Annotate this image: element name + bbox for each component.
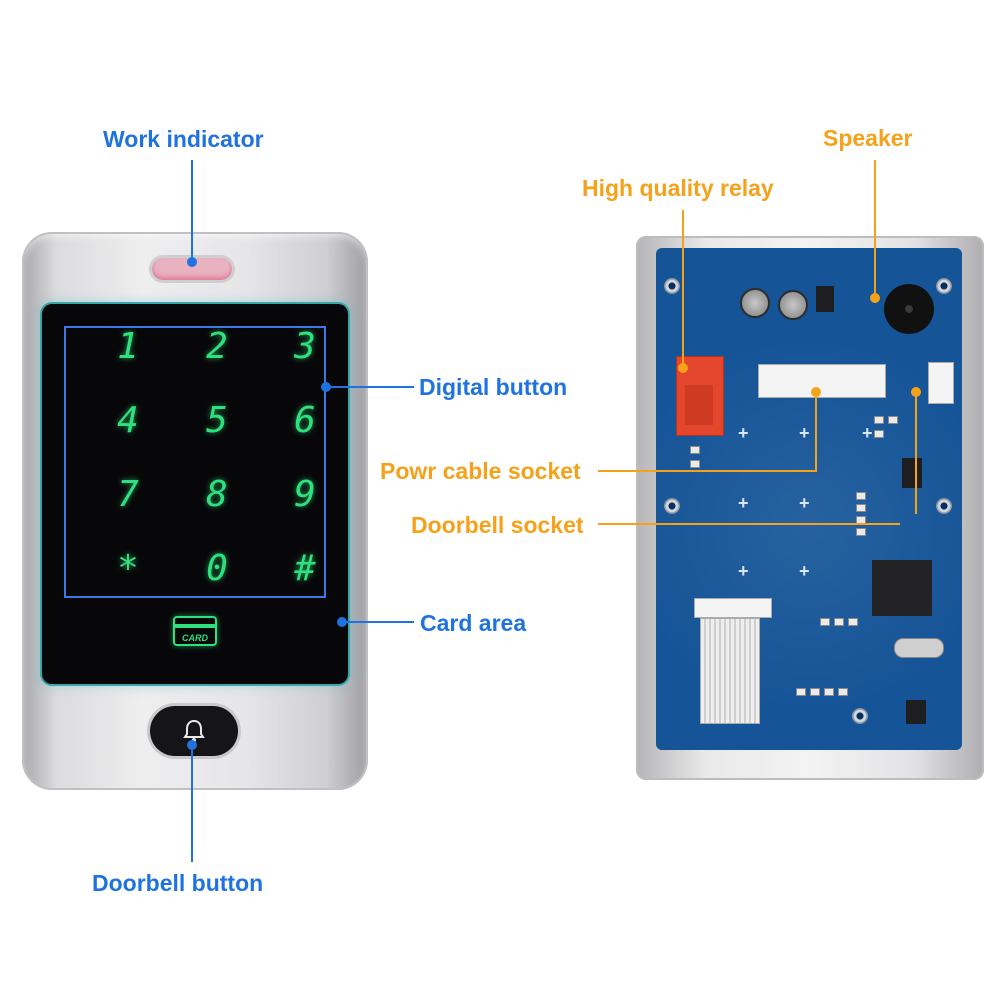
smd-component [810, 688, 820, 696]
crystal [894, 638, 944, 658]
smd-component [834, 618, 844, 626]
doorbell-button-dot [187, 740, 197, 750]
test-point: + [862, 423, 873, 443]
doorbell-socket [928, 362, 954, 404]
capacitor [740, 288, 770, 318]
test-point: + [738, 493, 749, 513]
power-cable-socket-label: Powr cable socket [380, 458, 581, 484]
mount-hole [664, 498, 680, 514]
doorbell-button-label: Doorbell button [92, 870, 264, 896]
smd-component [856, 492, 866, 500]
smd-component [796, 688, 806, 696]
doorbell-socket-dot [911, 387, 921, 397]
test-point: + [738, 423, 749, 443]
digital-button-area [64, 326, 326, 598]
touch-panel: 1 2 3 4 5 6 7 8 9 * 0 # CARD [42, 304, 348, 684]
smd-component [824, 688, 834, 696]
high-quality-relay-label: High quality relay [582, 175, 774, 201]
smd-component [856, 528, 866, 536]
card-icon-stripe [175, 624, 215, 628]
key-hash[interactable]: # [294, 548, 316, 589]
key-4[interactable]: 4 [117, 400, 139, 441]
ic-chip [906, 700, 926, 724]
test-point: + [738, 561, 749, 581]
key-6[interactable]: 6 [294, 400, 316, 441]
relay-core [685, 385, 713, 425]
key-3[interactable]: 3 [294, 326, 316, 367]
card-icon: CARD [173, 616, 217, 646]
smd-component [874, 430, 884, 438]
power-cable-socket-leader [598, 392, 817, 472]
circuit-board-case: + + + + + + + [636, 236, 984, 780]
smd-component [838, 688, 848, 696]
power-cable-socket [758, 364, 886, 398]
smd-component [848, 618, 858, 626]
key-1[interactable]: 1 [117, 326, 139, 367]
smd-component [874, 416, 884, 424]
work-indicator-label: Work indicator [103, 126, 264, 152]
speaker-label: Speaker [823, 125, 913, 151]
keypad-device: 1 2 3 4 5 6 7 8 9 * 0 # CARD [22, 232, 368, 790]
test-point: + [799, 493, 810, 513]
test-point: + [799, 423, 810, 443]
work-indicator-light [152, 258, 232, 280]
relay-dot [678, 363, 688, 373]
mount-hole [664, 278, 680, 294]
smd-component [856, 504, 866, 512]
digital-button-dot [321, 382, 331, 392]
speaker [884, 284, 934, 334]
key-9[interactable]: 9 [294, 474, 316, 515]
card-icon-text: CARD [182, 633, 208, 643]
capacitor [778, 290, 808, 320]
test-point: + [799, 561, 810, 581]
microcontroller [872, 560, 932, 616]
ribbon-connector [694, 598, 772, 618]
circuit-board: + + + + + + + [656, 248, 962, 750]
doorbell-socket-label: Doorbell socket [411, 512, 584, 538]
key-7[interactable]: 7 [117, 474, 139, 515]
key-2[interactable]: 2 [206, 326, 228, 367]
smd-component [820, 618, 830, 626]
card-area-label: Card area [420, 610, 527, 636]
ribbon-cable [700, 618, 760, 724]
key-8[interactable]: 8 [206, 474, 228, 515]
mount-hole [852, 708, 868, 724]
mount-hole [936, 278, 952, 294]
key-star[interactable]: * [117, 548, 139, 589]
mount-hole [936, 498, 952, 514]
power-cable-socket-dot [811, 387, 821, 397]
regulator-chip [816, 286, 834, 312]
card-area-dot [337, 617, 347, 627]
smd-component [690, 460, 700, 468]
smd-component [690, 446, 700, 454]
work-indicator-dot [187, 257, 197, 267]
smd-component [888, 416, 898, 424]
key-0[interactable]: 0 [206, 548, 228, 589]
key-5[interactable]: 5 [206, 400, 228, 441]
digital-button-label: Digital button [419, 374, 568, 400]
speaker-dot [870, 293, 880, 303]
